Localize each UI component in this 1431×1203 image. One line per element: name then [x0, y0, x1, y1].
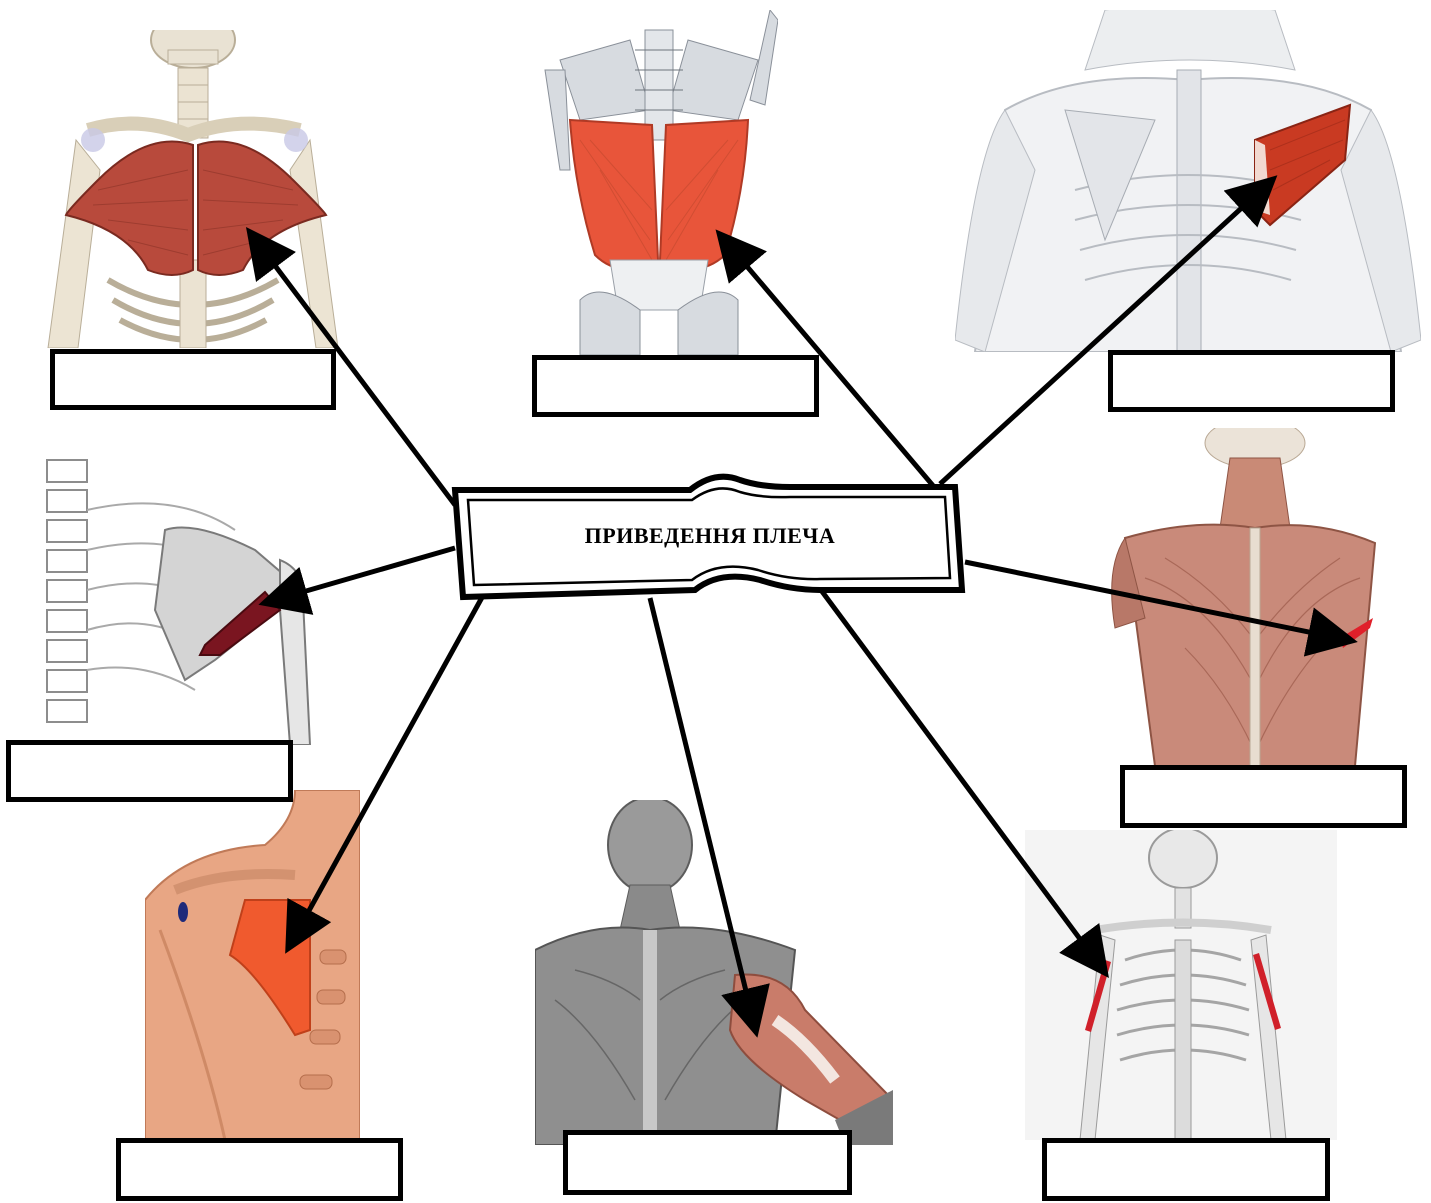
answer-box-pectoralis-minor[interactable]	[116, 1138, 403, 1201]
answer-box-pectoralis-major[interactable]	[50, 349, 336, 410]
answer-box-subscapularis[interactable]	[6, 740, 293, 802]
answer-box-teres-major[interactable]	[1108, 350, 1395, 412]
answer-box-triceps[interactable]	[563, 1130, 852, 1195]
arrow-to-back-muscles	[965, 562, 1348, 640]
arrow-to-teres-major	[940, 182, 1270, 484]
arrow-to-subscapularis	[268, 548, 455, 602]
answer-box-back-muscles[interactable]	[1120, 765, 1407, 828]
answer-box-coracobrachialis[interactable]	[1042, 1138, 1330, 1201]
arrow-to-pectoralis-minor	[290, 592, 485, 945]
title-label: ПРИВЕДЕННЯ ПЛЕЧА	[460, 508, 960, 564]
arrow-to-triceps	[650, 598, 755, 1028]
answer-box-latissimus-dorsi[interactable]	[532, 355, 819, 417]
arrow-to-coracobrachialis	[815, 582, 1103, 970]
